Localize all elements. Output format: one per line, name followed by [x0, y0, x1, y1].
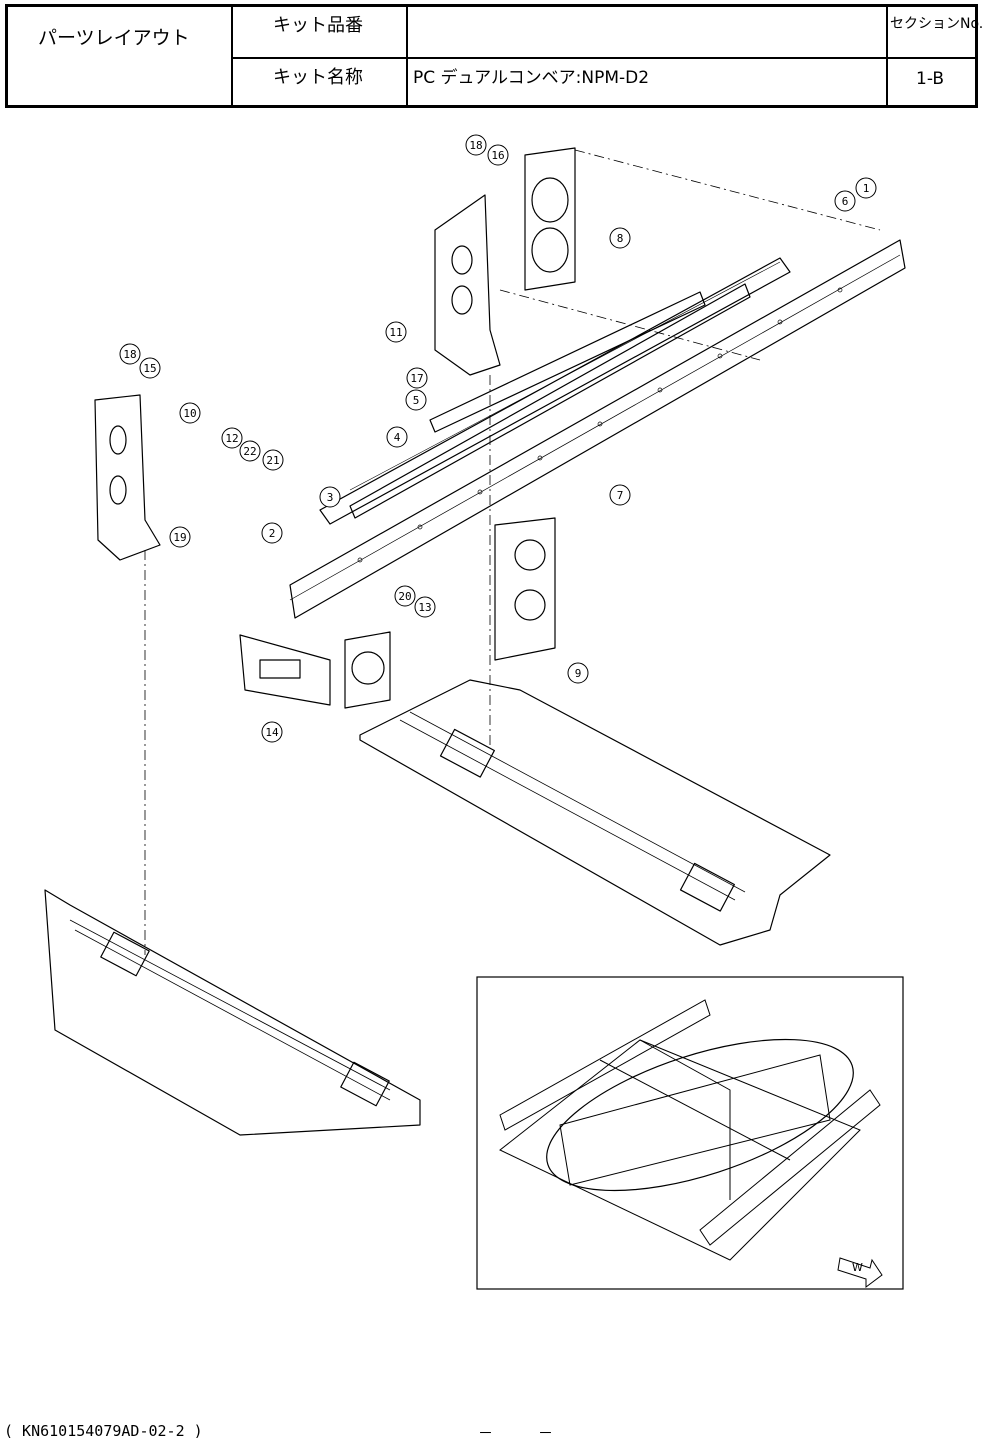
- svg-text:18: 18: [469, 139, 482, 152]
- divider: [406, 7, 408, 105]
- svg-text:22: 22: [243, 445, 256, 458]
- svg-text:6: 6: [842, 195, 849, 208]
- svg-text:15: 15: [143, 362, 156, 375]
- divider: [886, 7, 888, 105]
- svg-text:9: 9: [575, 667, 582, 680]
- svg-text:3: 3: [327, 491, 334, 504]
- callout-13: 13: [415, 597, 435, 617]
- svg-text:18: 18: [123, 348, 136, 361]
- svg-text:14: 14: [265, 726, 279, 739]
- svg-text:7: 7: [617, 489, 624, 502]
- base-plate-upper: [360, 680, 830, 945]
- svg-text:8: 8: [617, 232, 624, 245]
- callout-2: 2: [262, 523, 282, 543]
- kit-name-value: PC デュアルコンベア:NPM-D2: [413, 63, 649, 88]
- base-plate-lower: [45, 890, 420, 1135]
- divider: [231, 57, 975, 59]
- section-value: 1-B: [916, 69, 944, 89]
- callout-18: 18: [120, 344, 140, 364]
- callout-7: 7: [610, 485, 630, 505]
- svg-text:17: 17: [410, 372, 423, 385]
- callout-8: 8: [610, 228, 630, 248]
- sheet-14: [240, 635, 330, 705]
- plate-8: [525, 148, 575, 290]
- callout-10: 10: [180, 403, 200, 423]
- direction-label: W: [852, 1261, 863, 1274]
- callout-1: 1: [856, 178, 876, 198]
- callout-20: 20: [395, 586, 415, 606]
- callout-22: 22: [240, 441, 260, 461]
- bracket-15: [95, 395, 160, 560]
- svg-text:4: 4: [394, 431, 401, 444]
- callout-17: 17: [407, 368, 427, 388]
- callout-16: 16: [488, 145, 508, 165]
- bracket-16: [435, 195, 500, 375]
- conveyor-rail: [290, 240, 905, 618]
- callout-12: 12: [222, 428, 242, 448]
- callout-18: 18: [466, 135, 486, 155]
- inset-view: [477, 977, 903, 1289]
- svg-text:13: 13: [418, 601, 431, 614]
- callout-4: 4: [387, 427, 407, 447]
- divider: [231, 7, 233, 105]
- kit-number-label: キット品番: [273, 11, 363, 37]
- callout-3: 3: [320, 487, 340, 507]
- kit-name-label: キット名称: [273, 63, 363, 89]
- svg-text:11: 11: [389, 326, 402, 339]
- callout-21: 21: [263, 450, 283, 470]
- svg-text:12: 12: [225, 432, 238, 445]
- svg-text:2: 2: [269, 527, 276, 540]
- svg-text:10: 10: [183, 407, 196, 420]
- callout-6: 6: [835, 191, 855, 211]
- callout-9: 9: [568, 663, 588, 683]
- svg-text:21: 21: [266, 454, 279, 467]
- section-label: セクションNo.: [890, 13, 983, 33]
- document-code: ( KN610154079AD-02-2 ): [4, 1422, 203, 1440]
- callout-14: 14: [262, 722, 282, 742]
- page-title: パーツレイアウト: [38, 23, 190, 50]
- title-block: パーツレイアウト キット品番 キット名称 PC デュアルコンベア:NPM-D2 …: [5, 4, 978, 108]
- svg-text:19: 19: [173, 531, 186, 544]
- callout-19: 19: [170, 527, 190, 547]
- page-marker: － －: [478, 1422, 553, 1443]
- callout-5: 5: [406, 390, 426, 410]
- svg-text:5: 5: [413, 394, 420, 407]
- svg-text:20: 20: [398, 590, 411, 603]
- svg-text:16: 16: [491, 149, 504, 162]
- plate-9: [495, 518, 555, 660]
- callout-11: 11: [386, 322, 406, 342]
- callout-15: 15: [140, 358, 160, 378]
- guide-bar: [430, 292, 705, 432]
- svg-text:1: 1: [863, 182, 870, 195]
